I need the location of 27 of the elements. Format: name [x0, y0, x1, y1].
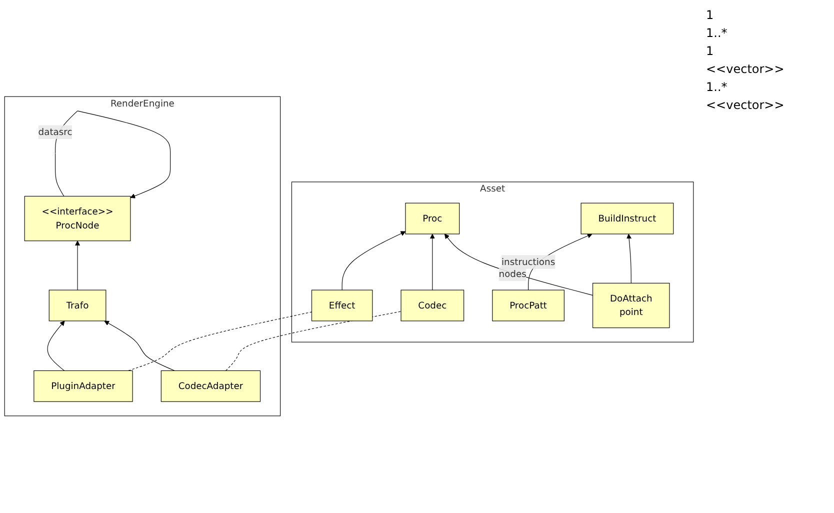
arrow [626, 234, 632, 284]
multiplicity-label: 1 [706, 8, 715, 22]
node-box: Proc [405, 203, 460, 235]
arrow [430, 234, 435, 291]
arrow [47, 320, 65, 372]
node-box: CodecAdapter [160, 370, 261, 402]
arrow [342, 231, 406, 291]
connector [226, 311, 402, 372]
node-box: Effect [311, 290, 373, 322]
arrow [75, 240, 80, 291]
multiplicity-label: 1..* [706, 26, 728, 40]
arrow [104, 320, 175, 372]
node-box: Codec [400, 290, 464, 322]
node-box: <<interface>> ProcNode [24, 196, 131, 242]
edge-label: datasrc [38, 126, 72, 138]
connector [128, 312, 312, 372]
multiplicity-label: <<vector>> [706, 98, 786, 112]
node-box: ProcPatt [492, 290, 564, 322]
node-box: Trafo [48, 290, 106, 322]
edge-label: nodes [498, 268, 526, 280]
multiplicity-label: <<vector>> [706, 62, 786, 76]
multiplicity-label: 1..* [706, 80, 728, 94]
node-box: BuildInstruct [580, 203, 674, 235]
node-box: PluginAdapter [34, 370, 133, 402]
multiplicity-label: 1 [706, 44, 715, 58]
node-box: DoAttach point [592, 283, 670, 328]
edge-label: instructions [501, 256, 556, 268]
